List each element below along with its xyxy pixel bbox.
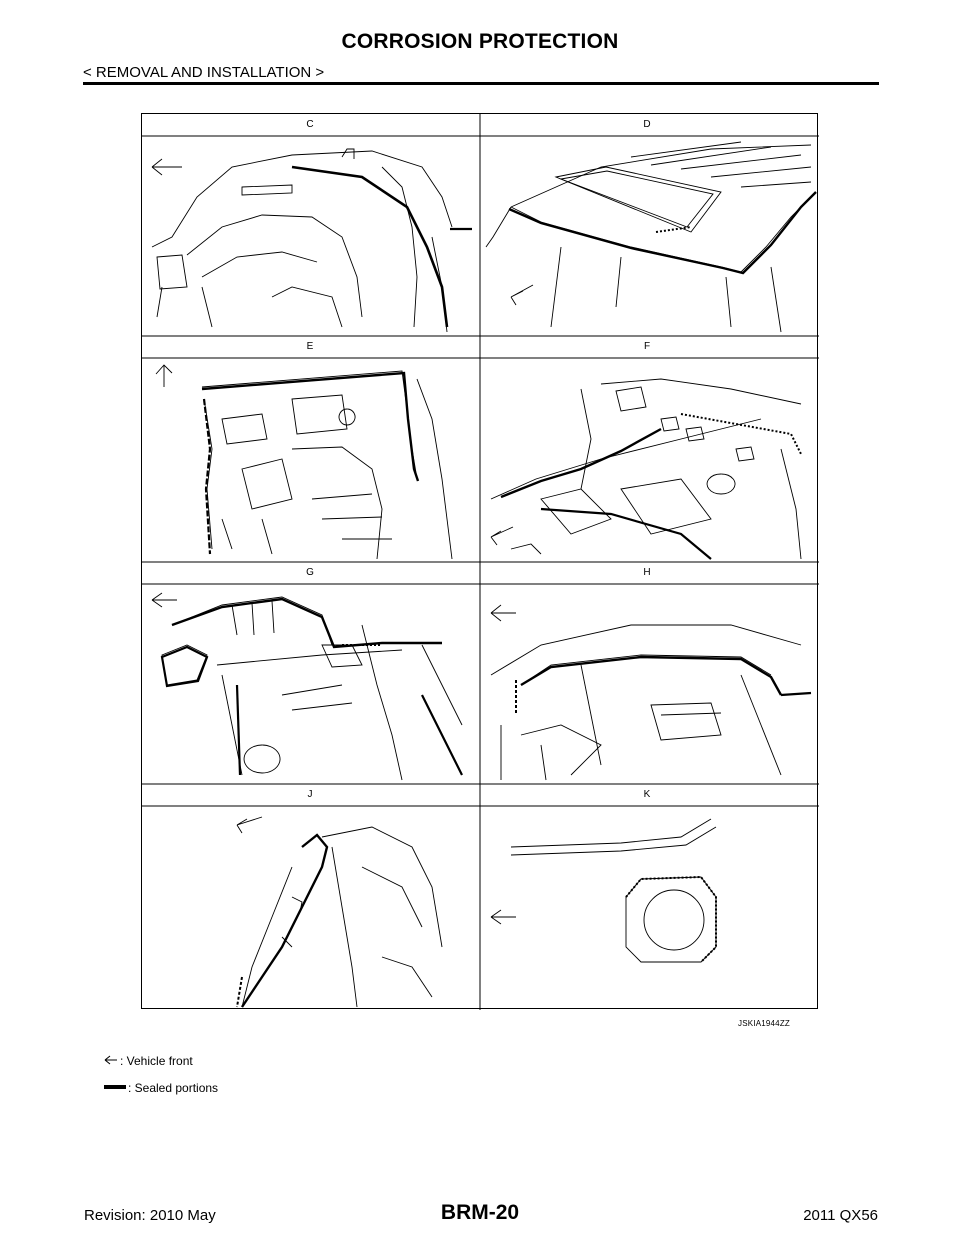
footer-model: 2011 QX56 (803, 1207, 878, 1224)
legend-sealed-portions: : Sealed portions (104, 1081, 218, 1095)
legend-vehicle-front: : Vehicle front (104, 1054, 193, 1068)
panel-label-g: G (306, 567, 314, 578)
sealed-portion-line-icon (104, 1081, 126, 1095)
panel-e-drawing (155, 364, 453, 560)
panel-h-drawing (490, 604, 812, 781)
panel-label-j: J (307, 789, 313, 800)
vehicle-front-arrow-icon (104, 1054, 118, 1068)
breadcrumb: < REMOVAL AND INSTALLATION > (83, 64, 325, 81)
panel-label-d: D (643, 119, 651, 130)
panel-c-drawing (151, 148, 472, 333)
sealing-diagram-figure: C D E F G H J K (141, 113, 819, 1010)
header-rule (83, 82, 879, 85)
page-title: CORROSION PROTECTION (341, 30, 619, 53)
legend-sealed-portions-text: : Sealed portions (128, 1081, 219, 1095)
panel-label-f: F (643, 341, 651, 352)
panel-label-k: K (643, 789, 651, 800)
panel-g-drawing (151, 592, 463, 781)
figure-id: JSKIA1944ZZ (738, 1019, 791, 1028)
panel-d-drawing (485, 141, 817, 333)
panel-label-h: H (643, 567, 651, 578)
panel-label-c: C (306, 119, 314, 130)
panel-k-drawing (490, 818, 717, 963)
panel-label-e: E (306, 341, 314, 352)
panel-j-drawing (236, 816, 443, 1008)
panel-f-drawing (490, 378, 802, 560)
legend-vehicle-front-text: : Vehicle front (120, 1054, 193, 1068)
footer-page-code: BRM-20 (440, 1201, 520, 1224)
footer-revision: Revision: 2010 May (84, 1207, 216, 1224)
figure-grid-lines (142, 114, 819, 1010)
